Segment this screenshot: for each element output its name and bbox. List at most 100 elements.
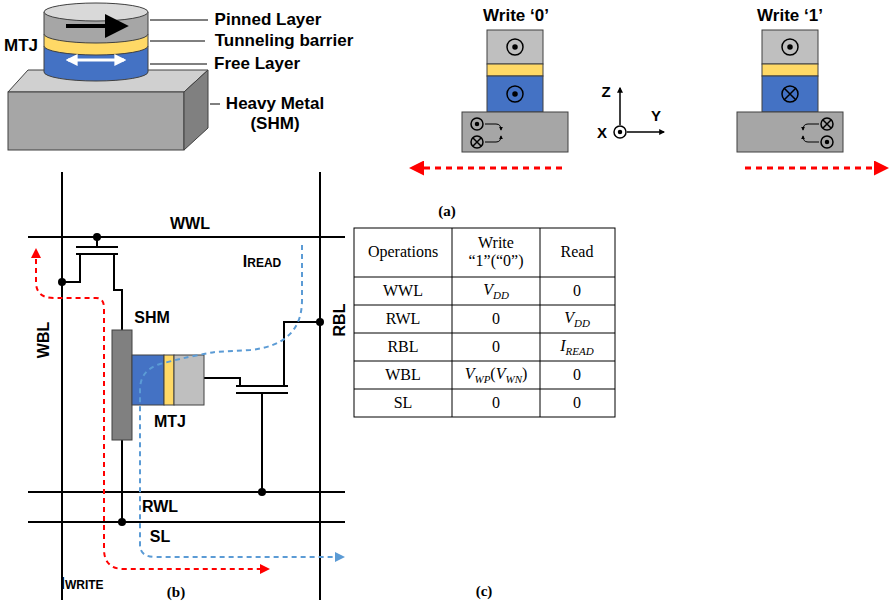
panel-label: (c) — [476, 583, 493, 600]
layer-name: Pinned Layer — [215, 10, 322, 30]
current-name: IREAD — [243, 253, 281, 271]
spin-symbols-part — [507, 39, 523, 55]
magnetization-arrows-part — [66, 24, 124, 28]
table-header: Write “1”(“0”) — [454, 234, 538, 271]
table-cell: IREAD — [560, 337, 593, 358]
junction-dots-part — [118, 518, 126, 526]
text-part: V — [483, 281, 493, 298]
write-current-path — [36, 250, 268, 569]
circuit-wires-part — [284, 322, 320, 386]
circuit-wires-part — [261, 393, 263, 492]
write-zero-stack — [462, 30, 568, 152]
spin-symbols — [782, 39, 833, 148]
part-name: SHM — [134, 309, 170, 327]
spin-symbols-part — [803, 136, 819, 142]
table-cell: VDD — [483, 281, 509, 302]
axes-part — [614, 126, 626, 138]
spin-symbols-part — [782, 86, 798, 102]
spin-symbols-part — [507, 86, 523, 102]
circuit-wires-part — [121, 440, 123, 522]
text-part: I — [60, 575, 64, 592]
write-zero-stack-part — [487, 64, 543, 76]
table-cell: RWL — [386, 310, 421, 328]
table-cell: RBL — [387, 338, 418, 356]
text-part: WN — [505, 373, 522, 385]
table-cell: 0 — [573, 282, 581, 300]
text-part: V — [564, 309, 574, 326]
table-grid-part — [354, 277, 615, 278]
leader-lines-part — [150, 64, 207, 65]
spin-symbols-part — [782, 39, 798, 55]
text-part: READ — [566, 345, 594, 357]
circuit-wires-part — [76, 253, 118, 255]
leader-lines — [150, 20, 220, 104]
text-part: WRITE — [65, 578, 104, 592]
write-one-stack-part — [762, 76, 818, 112]
circuit-wires-part — [114, 254, 122, 330]
spin-symbols-part — [821, 136, 833, 148]
signal-name: RBL — [331, 304, 349, 337]
junction-dots — [58, 233, 324, 526]
table-cell: WBL — [385, 366, 421, 384]
shm-mtj-device-part — [112, 330, 132, 440]
spin-symbols-part — [823, 120, 831, 128]
layer-name: Heavy Metal (SHM) — [215, 94, 335, 133]
table-grid — [354, 228, 615, 417]
mtj-cylinder — [44, 3, 148, 81]
spin-symbols-part — [513, 92, 517, 96]
spin-symbols-part — [513, 45, 517, 49]
table-grid-part — [354, 361, 615, 362]
write-zero-stack-part — [487, 76, 543, 112]
table-cell: VWP(VWN) — [465, 365, 528, 386]
leader-lines-part — [210, 104, 220, 105]
junction-dots-part — [93, 233, 101, 241]
table-grid-part — [354, 305, 615, 306]
table-grid-part — [354, 333, 615, 334]
spin-symbols-part — [476, 123, 479, 126]
text-part: DD — [574, 317, 590, 329]
layer-name: Free Layer — [214, 54, 300, 74]
write-one-stack-part — [762, 30, 818, 64]
table-cell: 0 — [573, 394, 581, 412]
table-header: Read — [561, 243, 594, 261]
shm-mtj-device-part — [132, 355, 164, 405]
spin-symbols-part — [821, 118, 833, 130]
spin-symbols — [471, 39, 523, 148]
signal-name: SL — [150, 528, 170, 546]
axes-part — [627, 131, 664, 133]
spin-symbols-part — [826, 141, 829, 144]
read-current-path — [140, 245, 343, 557]
table-cell: 0 — [492, 310, 500, 328]
leader-lines-part — [150, 20, 208, 21]
shm-mtj-device-part — [174, 355, 204, 405]
junction-dots-part — [316, 318, 324, 326]
spin-symbols-part — [471, 136, 483, 148]
spin-symbols-part — [788, 45, 792, 49]
text-part: V — [496, 365, 506, 382]
write-one-stack — [737, 30, 843, 152]
circuit-wires-part — [319, 172, 321, 600]
layer-name: Tunneling barrier — [215, 31, 354, 51]
part-name: MTJ — [4, 36, 38, 56]
spin-symbols-part — [473, 138, 481, 146]
magnetization-arrows-part — [68, 59, 124, 62]
heavy-metal-slab — [8, 70, 208, 150]
text-part: I — [243, 253, 247, 270]
magnetization-arrows — [66, 26, 124, 60]
part-name: MTJ — [154, 413, 186, 431]
circuit-wires-part — [62, 254, 80, 282]
spin-symbols-part — [784, 88, 796, 100]
panel-label: (a) — [438, 203, 456, 220]
table-cell: WWL — [383, 282, 423, 300]
junction-dots-part — [58, 278, 66, 286]
axes — [614, 88, 664, 138]
axis-name: Z — [601, 83, 610, 100]
signal-name: WBL — [35, 322, 53, 358]
text-part: WP — [474, 373, 490, 385]
write-one-stack-part — [737, 112, 843, 152]
table-grid-part — [354, 228, 615, 417]
write-one-stack-part — [762, 64, 818, 76]
table-grid-part — [354, 389, 615, 390]
text-part: V — [465, 365, 475, 382]
